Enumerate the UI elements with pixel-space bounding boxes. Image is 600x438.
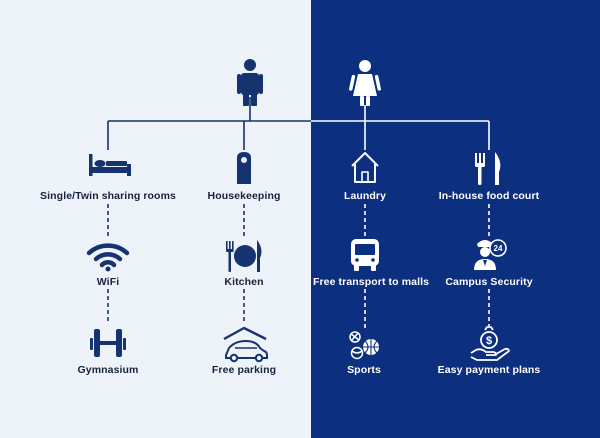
connector-lines bbox=[107, 97, 490, 328]
amenity-label-transport: Free transport to malls bbox=[312, 276, 430, 288]
right-dashed-links bbox=[364, 204, 490, 328]
amenity-label-laundry: Laundry bbox=[343, 190, 387, 202]
security-guard-24-icon: 24 bbox=[474, 239, 507, 270]
svg-text:24: 24 bbox=[494, 244, 503, 253]
house-icon bbox=[351, 152, 379, 183]
woman-icon bbox=[349, 60, 381, 106]
amenity-label-gymnasium: Gymnasium bbox=[77, 364, 139, 376]
car-garage-icon bbox=[223, 326, 268, 363]
amenity-label-housekeeping: Housekeeping bbox=[207, 190, 281, 202]
sports-balls-icon bbox=[349, 331, 379, 360]
dumbbell-icon bbox=[90, 329, 126, 357]
money-hand-icon: $ bbox=[470, 326, 510, 361]
amenity-label-wifi: WiFi bbox=[96, 276, 120, 288]
fork-knife-icon bbox=[475, 152, 501, 185]
bus-icon bbox=[351, 239, 379, 271]
amenity-label-kitchen: Kitchen bbox=[224, 276, 264, 288]
right-panel bbox=[311, 0, 600, 438]
plate-cutlery-icon bbox=[226, 240, 262, 272]
man-icon bbox=[237, 59, 263, 106]
left-panel bbox=[0, 0, 311, 438]
amenity-label-food-court: In-house food court bbox=[438, 190, 540, 202]
right-branches bbox=[364, 121, 490, 150]
left-branches bbox=[107, 121, 245, 150]
amenity-label-rooms: Single/Twin sharing rooms bbox=[40, 190, 176, 202]
wifi-icon bbox=[86, 243, 130, 272]
svg-text:$: $ bbox=[486, 335, 492, 347]
amenity-label-payment: Easy payment plans bbox=[437, 364, 541, 376]
amenity-label-parking: Free parking bbox=[211, 364, 277, 376]
bed-icon bbox=[89, 154, 131, 176]
amenity-label-security: Campus Security bbox=[445, 276, 533, 288]
left-dashed-links bbox=[107, 204, 245, 322]
amenity-label-sports: Sports bbox=[347, 364, 381, 376]
door-hanger-icon bbox=[237, 152, 251, 184]
